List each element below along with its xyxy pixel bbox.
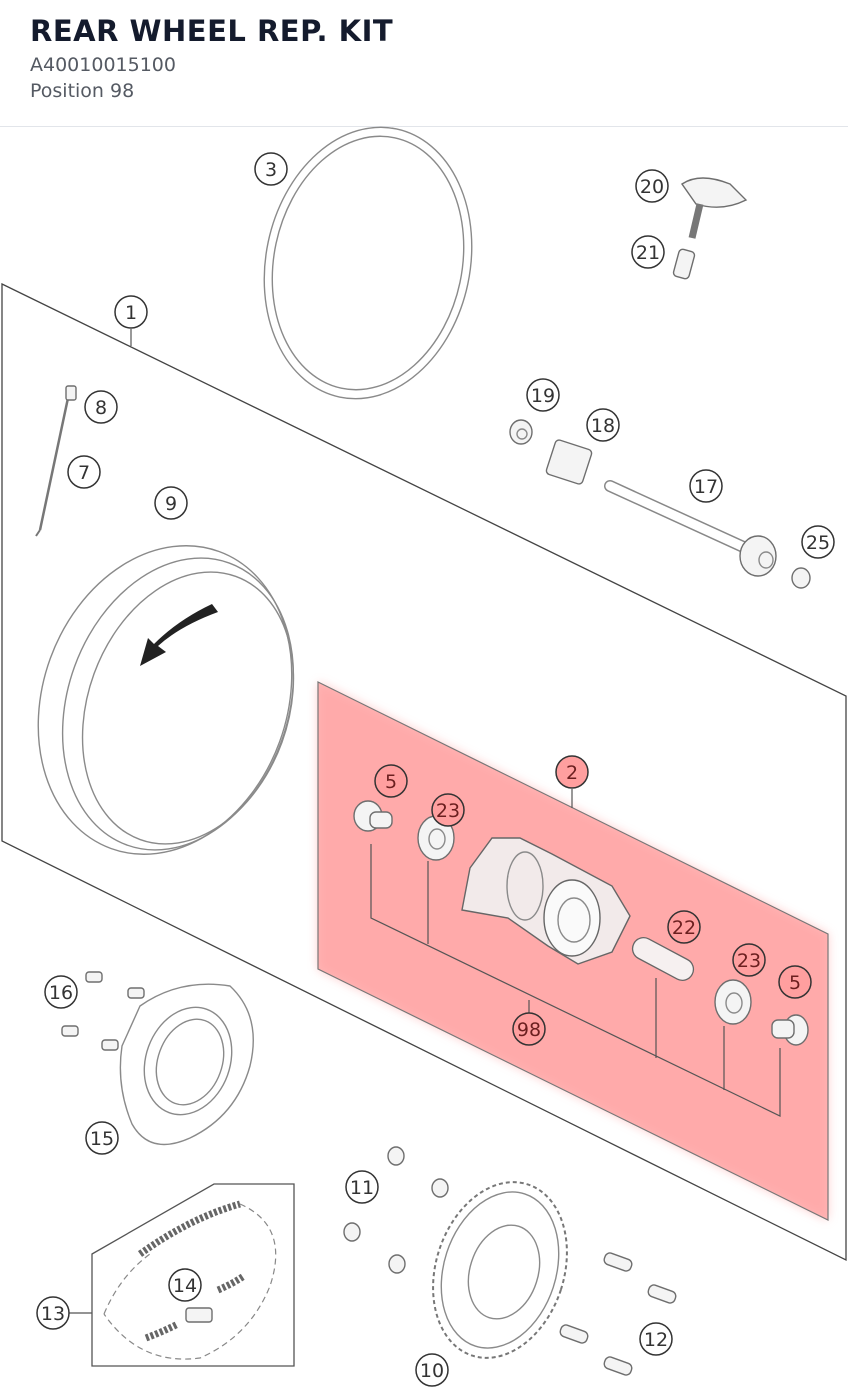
callout-10[interactable]: 10 <box>415 1353 449 1387</box>
callout-circle <box>631 235 665 269</box>
callout-circle <box>639 1322 673 1356</box>
callout-21[interactable]: 21 <box>631 235 665 269</box>
callout-circle <box>67 455 101 489</box>
callout-circle <box>345 1170 379 1204</box>
callout-17[interactable]: 17 <box>689 469 723 503</box>
callout-label: 13 <box>41 1303 65 1325</box>
brake-disc-part <box>61 971 254 1146</box>
callout-9[interactable]: 9 <box>154 486 188 520</box>
callout-2[interactable]: 2 <box>555 755 589 789</box>
callout-circle <box>154 486 188 520</box>
callout-label: 25 <box>806 532 830 554</box>
callout-16[interactable]: 16 <box>44 975 78 1009</box>
callout-circle <box>44 975 78 1009</box>
callout-25[interactable]: 25 <box>801 525 835 559</box>
callout-label: 9 <box>165 493 177 515</box>
callout-11[interactable]: 11 <box>345 1170 379 1204</box>
callout-23[interactable]: 23 <box>732 943 766 977</box>
callout-5[interactable]: 5 <box>778 965 812 999</box>
callout-label: 22 <box>672 917 696 939</box>
callout-label: 18 <box>591 415 615 437</box>
callout-circle <box>667 910 701 944</box>
callout-3[interactable]: 3 <box>254 152 288 186</box>
callout-7[interactable]: 7 <box>67 455 101 489</box>
callout-19[interactable]: 19 <box>526 378 560 412</box>
valve-part <box>672 177 748 280</box>
callout-circle <box>431 793 465 827</box>
callout-label: 7 <box>78 462 90 484</box>
callout-circle <box>374 764 408 798</box>
callout-circle <box>114 295 148 329</box>
callout-circle <box>555 755 589 789</box>
callout-circle <box>254 152 288 186</box>
callout-label: 21 <box>636 242 660 264</box>
callout-label: 98 <box>517 1019 541 1041</box>
callout-circle <box>526 378 560 412</box>
tire-band-part <box>263 126 473 400</box>
leader-lines <box>68 329 781 1314</box>
sprocket-part <box>343 1146 677 1376</box>
spoke-part <box>35 385 77 537</box>
callout-5[interactable]: 5 <box>374 764 408 798</box>
callout-98[interactable]: 98 <box>512 1012 546 1046</box>
wheel-assembly-frame <box>1 282 847 1262</box>
callout-circle <box>778 965 812 999</box>
callout-22[interactable]: 22 <box>667 910 701 944</box>
callout-circle <box>36 1296 70 1330</box>
callout-circle <box>415 1353 449 1387</box>
callout-label: 2 <box>566 762 578 784</box>
callout-circle <box>732 943 766 977</box>
callout-label: 17 <box>694 476 718 498</box>
axle-part <box>604 480 777 577</box>
callout-label: 23 <box>436 800 460 822</box>
page-title: REAR WHEEL REP. KIT <box>30 14 394 48</box>
rim-part <box>37 545 295 855</box>
callout-label: 16 <box>49 982 73 1004</box>
callout-20[interactable]: 20 <box>635 169 669 203</box>
callout-label: 5 <box>385 771 397 793</box>
callouts: 1235578910111213141516171819202122232325… <box>36 152 835 1387</box>
bearing-spacer-parts <box>353 800 809 1046</box>
callout-14[interactable]: 14 <box>168 1268 202 1302</box>
callout-23[interactable]: 23 <box>431 793 465 827</box>
hub-part <box>461 837 631 965</box>
callout-circle <box>801 525 835 559</box>
callout-8[interactable]: 8 <box>84 390 118 424</box>
callout-label: 19 <box>531 385 555 407</box>
callout-circle <box>635 169 669 203</box>
callout-circle <box>168 1268 202 1302</box>
callout-label: 5 <box>789 972 801 994</box>
adjuster-part <box>509 419 811 589</box>
callout-1[interactable]: 1 <box>114 295 148 329</box>
callout-label: 23 <box>737 950 761 972</box>
callout-12[interactable]: 12 <box>639 1322 673 1356</box>
callout-label: 11 <box>350 1177 374 1199</box>
callout-label: 12 <box>644 1329 668 1351</box>
callout-label: 1 <box>125 302 137 324</box>
callout-label: 3 <box>265 159 277 181</box>
callout-15[interactable]: 15 <box>85 1121 119 1155</box>
position-label: Position 98 <box>30 80 135 102</box>
callout-label: 15 <box>90 1128 114 1150</box>
callout-circle <box>512 1012 546 1046</box>
callout-circle <box>689 469 723 503</box>
callout-circle <box>84 390 118 424</box>
exploded-parts-diagram: 1235578910111213141516171819202122232325… <box>1 126 847 1387</box>
callout-13[interactable]: 13 <box>36 1296 70 1330</box>
callout-circle <box>85 1121 119 1155</box>
chain-box-part <box>91 1183 295 1367</box>
header: REAR WHEEL REP. KIT A40010015100 Positio… <box>0 0 848 127</box>
part-number: A40010015100 <box>30 54 176 76</box>
callout-18[interactable]: 18 <box>586 408 620 442</box>
callout-label: 20 <box>640 176 664 198</box>
callout-label: 10 <box>420 1360 444 1382</box>
callout-circle <box>586 408 620 442</box>
callout-label: 14 <box>173 1275 197 1297</box>
callout-label: 8 <box>95 397 107 419</box>
